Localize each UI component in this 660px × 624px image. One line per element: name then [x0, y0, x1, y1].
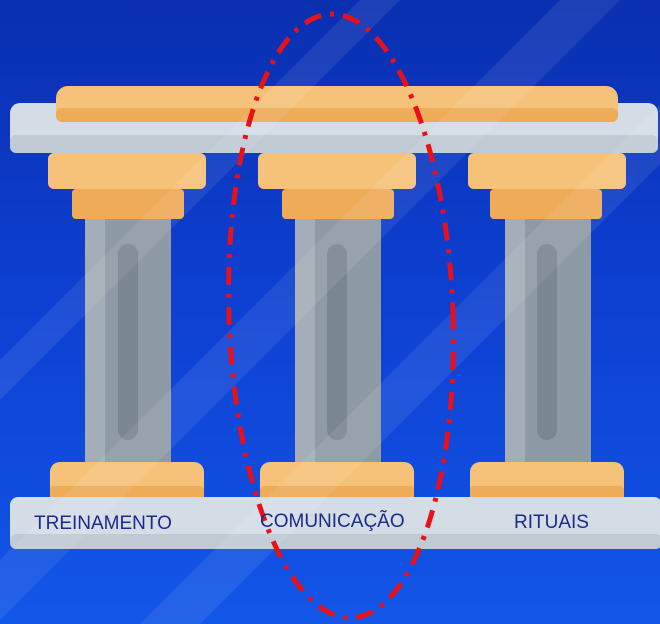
pillar-treinamento — [48, 153, 206, 502]
pillar-rituais — [468, 153, 626, 502]
label-comunicacao: COMUNICAÇÃO — [260, 511, 405, 532]
label-rituais: RITUAIS — [514, 512, 589, 533]
top-beam-shade — [10, 135, 658, 153]
highlight-ellipse — [226, 11, 456, 621]
label-treinamento: TREINAMENTO — [34, 513, 172, 534]
pillar-comunicacao — [258, 153, 416, 502]
